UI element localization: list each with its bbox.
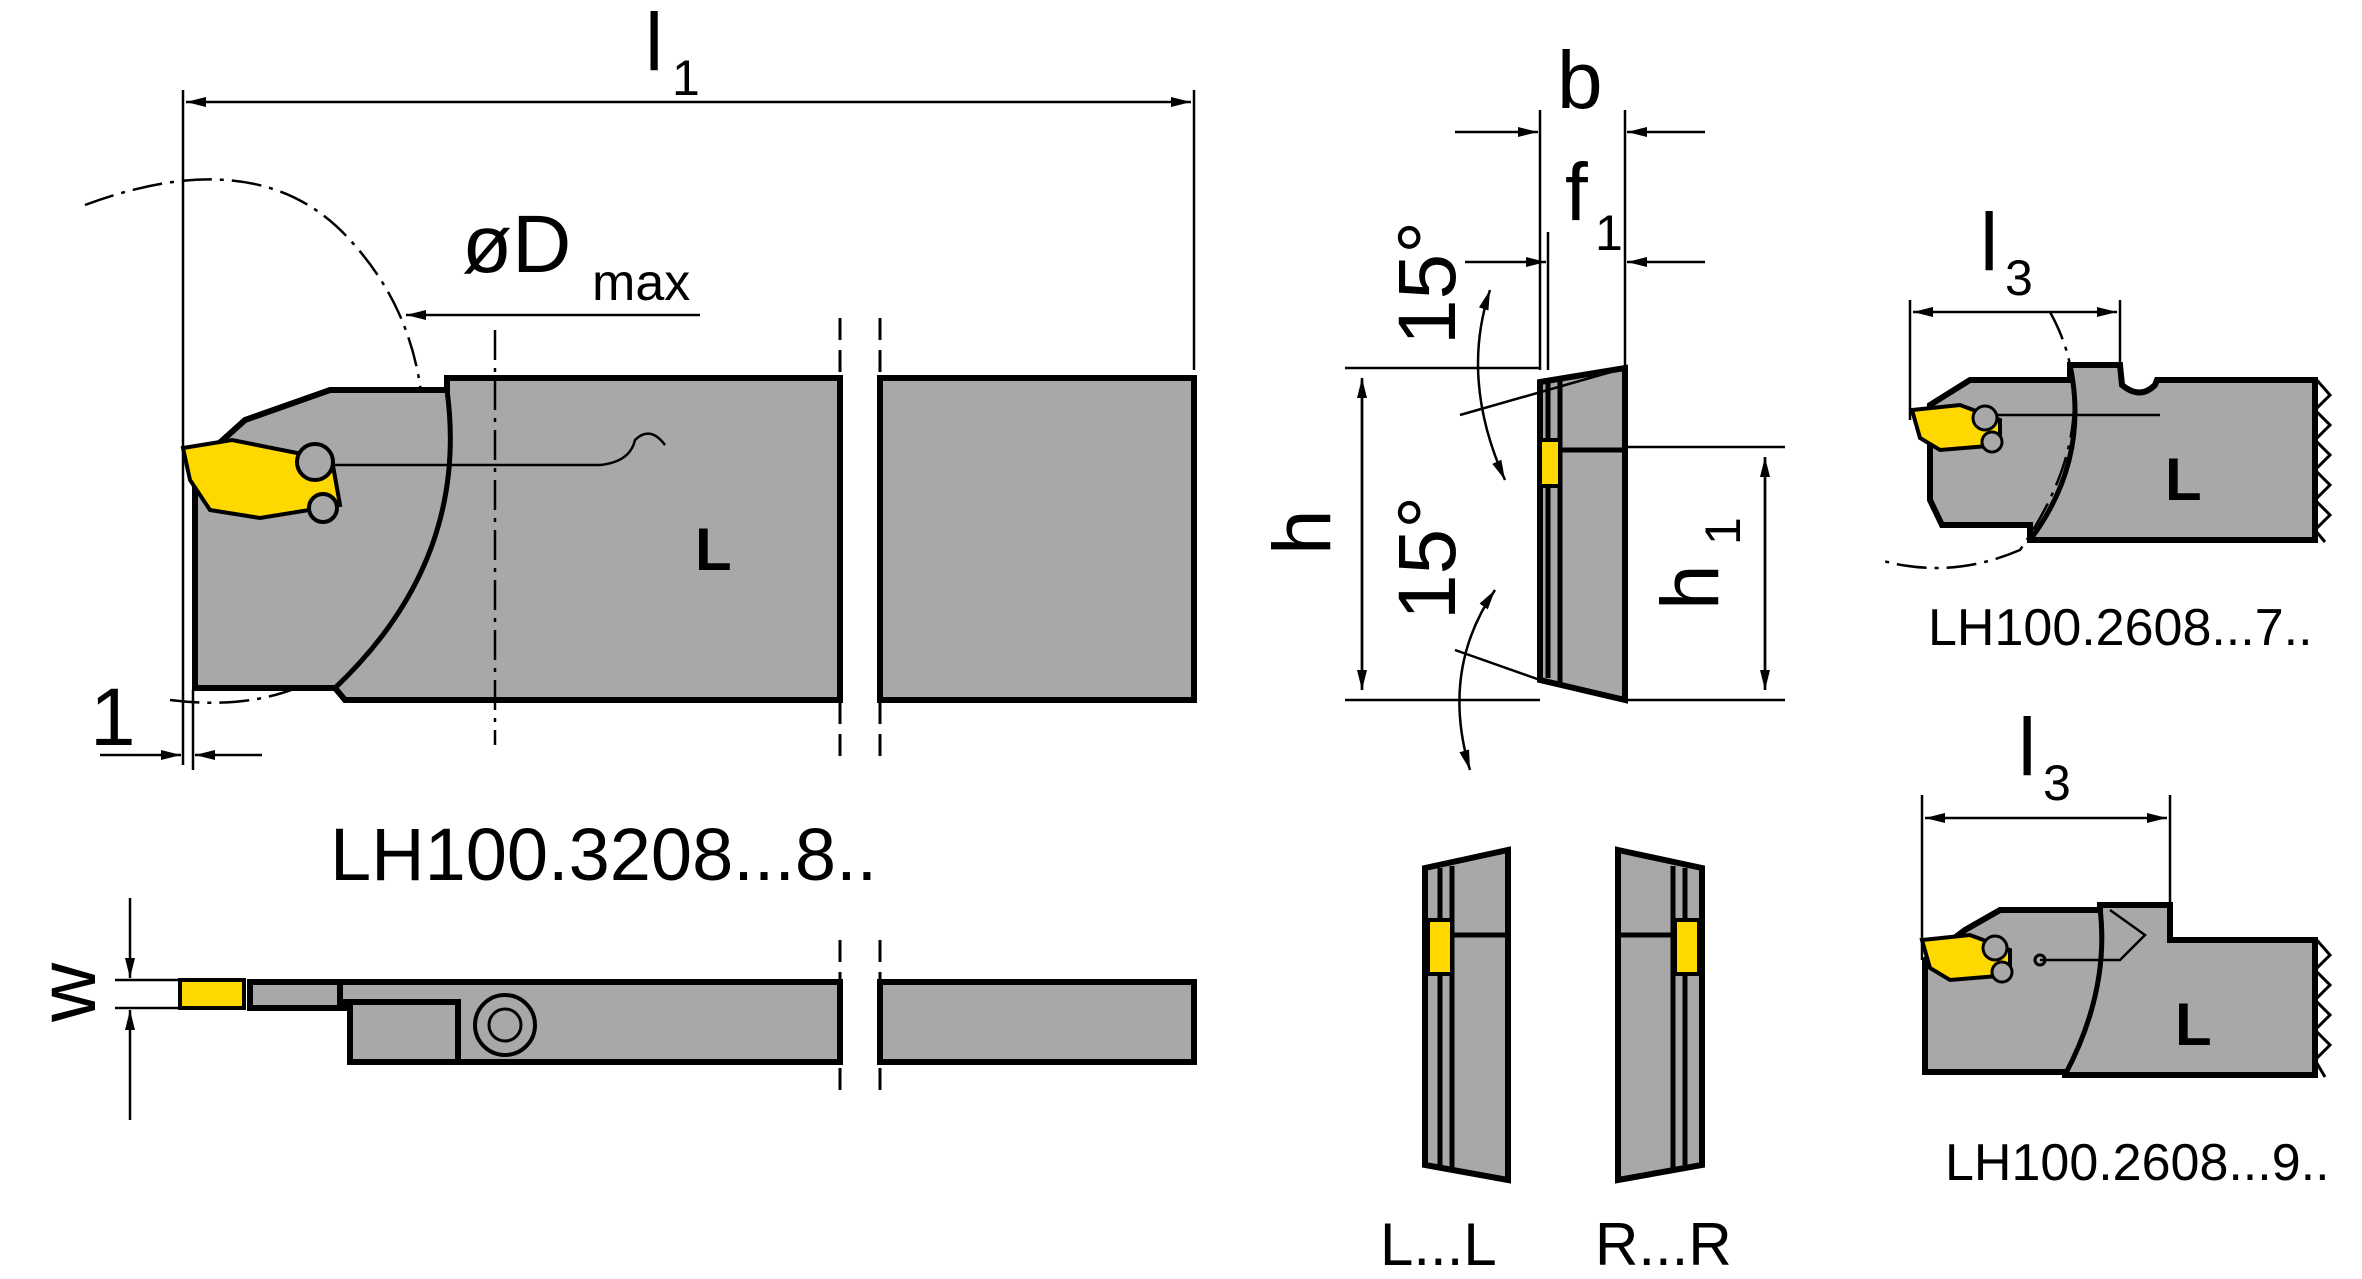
detail-b: l 3 L LH100.2608...9.. (1919, 702, 2333, 1192)
detail-b-body (1922, 902, 2318, 1078)
detail-a-l3-label: l (1980, 197, 1998, 288)
detail-b-clamp-line (2040, 908, 2147, 962)
main-caption: LH100.3208...8.. (330, 813, 877, 896)
detail-b-clamp-curve (2062, 907, 2105, 1077)
detail-a-screw-hole (1971, 404, 1999, 432)
detail-a-l3-subscript: 3 (2005, 250, 2033, 306)
l1-subscript: 1 (672, 50, 700, 106)
angle-top-arc (1476, 289, 1507, 481)
one-label: 1 (90, 672, 136, 763)
angle-bottom-line (1454, 648, 1541, 682)
variant-left-body (1422, 846, 1511, 1184)
torx-socket-icon (487, 1007, 523, 1043)
angle-bottom-arc (1458, 589, 1497, 771)
detail-b-pin-hole (1990, 960, 2014, 984)
variant-right-body (1615, 846, 1705, 1184)
detail-b-break-edge (2312, 937, 2333, 1078)
detail-b-l3-subscript: 3 (2043, 755, 2071, 811)
h-label: h (1257, 509, 1348, 555)
main-hand-label: L (695, 516, 732, 583)
front-view: b f 1 h h 1 15° 15° (1257, 35, 1785, 771)
angle-top-label: 15° (1382, 221, 1473, 345)
variant-left: L...L (1380, 846, 1511, 1278)
detail-b-screw-hole (1981, 934, 2009, 962)
top-view: w (22, 898, 1197, 1120)
variant-right-insert (1673, 918, 1701, 976)
dmax-subscript: max (592, 254, 690, 312)
front-tool-body (1537, 364, 1628, 704)
detail-a-break-edge (2312, 377, 2333, 543)
front-insert (1538, 438, 1562, 488)
clamp-curve (333, 389, 453, 690)
detail-b-hand-label: L (2175, 991, 2212, 1058)
detail-a-arc (1879, 311, 2076, 570)
insert-pin-hole (307, 492, 339, 524)
main-side-view: l 1 øD max L 1 LH100.3208...8.. (84, 0, 1197, 896)
f1-subscript: 1 (1595, 205, 1623, 261)
variant-right: R...R (1595, 846, 1732, 1278)
detail-a-caption: LH100.2608...7.. (1928, 599, 2313, 657)
insert-screw-hole (295, 442, 335, 482)
main-tool-shank-end (877, 375, 1197, 703)
top-tool-head (247, 979, 461, 1065)
top-tool-shank-end (877, 979, 1197, 1065)
h1-label: h (1645, 564, 1736, 610)
h1-subscript: 1 (1695, 517, 1751, 545)
detail-b-l3-label: l (2018, 702, 2036, 793)
detail-b-pin-icon (2033, 953, 2047, 967)
l1-label: l (645, 0, 663, 88)
dmax-label: øD (462, 199, 571, 290)
detail-b-caption: LH100.2608...9.. (1945, 1134, 2330, 1192)
top-insert (178, 978, 246, 1010)
angle-bottom-label: 15° (1382, 496, 1473, 620)
clamp-slot (300, 432, 666, 467)
main-tool-body (192, 375, 843, 703)
detail-a-pin-hole (1980, 430, 2004, 454)
detail-a-hand-label: L (2165, 446, 2202, 513)
detail-a: l 3 L LH100.2608...7.. (1879, 197, 2333, 657)
variant-left-insert (1426, 918, 1454, 976)
dmax-arc (84, 178, 426, 704)
right-variant-caption: R...R (1595, 1211, 1732, 1278)
b-label: b (1557, 35, 1603, 126)
w-label: w (22, 962, 113, 1023)
left-variant-caption: L...L (1380, 1211, 1497, 1278)
f1-label: f (1565, 147, 1588, 238)
torx-screw-icon (473, 993, 537, 1057)
